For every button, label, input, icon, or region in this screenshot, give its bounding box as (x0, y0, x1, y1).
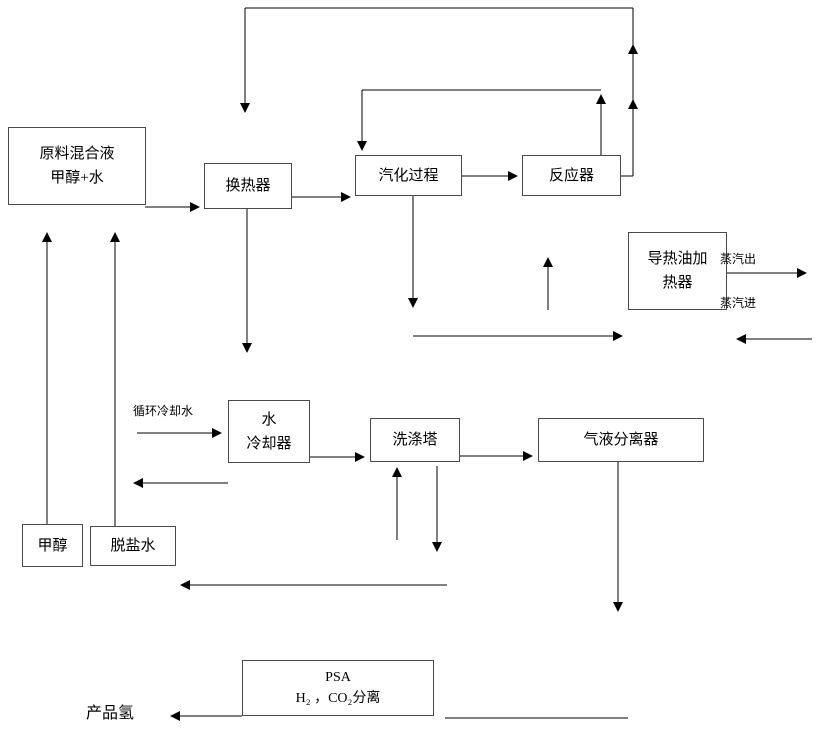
node-psa: PSA H₂ ，CO₂分离 (242, 660, 434, 716)
node-methanol: 甲醇 (22, 524, 83, 567)
steam-in-label: 蒸汽进 (720, 296, 757, 310)
steam-out-label: 蒸汽出 (720, 252, 757, 266)
node-water-cooler-line1: 水 (261, 411, 277, 428)
node-water-cooler: 水 冷却器 (228, 400, 310, 463)
node-gas-liquid-separator: 气液分离器 (538, 418, 704, 462)
node-oil-heater: 导热油加 热器 (628, 232, 727, 310)
node-desalted-water-label: 脱盐水 (110, 538, 156, 554)
node-reactor-label: 反应器 (548, 167, 594, 184)
node-feed-mixture-line1: 原料混合液 (39, 146, 115, 162)
node-vaporizer: 汽化过程 (355, 155, 462, 196)
node-desalted-water: 脱盐水 (90, 526, 176, 566)
product-h2-label: 产品氢 (86, 705, 135, 722)
node-washing-tower-label: 洗涤塔 (392, 432, 438, 448)
node-methanol-label: 甲醇 (37, 537, 68, 554)
node-psa-line1: PSA (325, 670, 351, 685)
node-heat-exchanger: 换热器 (204, 163, 292, 209)
node-washing-tower: 洗涤塔 (370, 418, 460, 462)
node-water-cooler-line2: 冷却器 (246, 435, 292, 452)
node-vaporizer-label: 汽化过程 (378, 167, 439, 184)
node-reactor: 反应器 (522, 155, 621, 196)
node-feed-mixture-line2: 甲醇+水 (50, 170, 104, 186)
node-oil-heater-line2: 热器 (662, 275, 693, 291)
node-oil-heater-line1: 导热油加 (647, 251, 708, 267)
node-heat-exchanger-label: 换热器 (225, 178, 271, 194)
cooling-water-label: 循环冷却水 (133, 404, 194, 418)
node-psa-line2: H₂ ，CO₂分离 (295, 691, 381, 706)
node-feed-mixture: 原料混合液 甲醇+水 (8, 127, 146, 205)
node-gas-liquid-separator-label: 气液分离器 (583, 432, 659, 448)
